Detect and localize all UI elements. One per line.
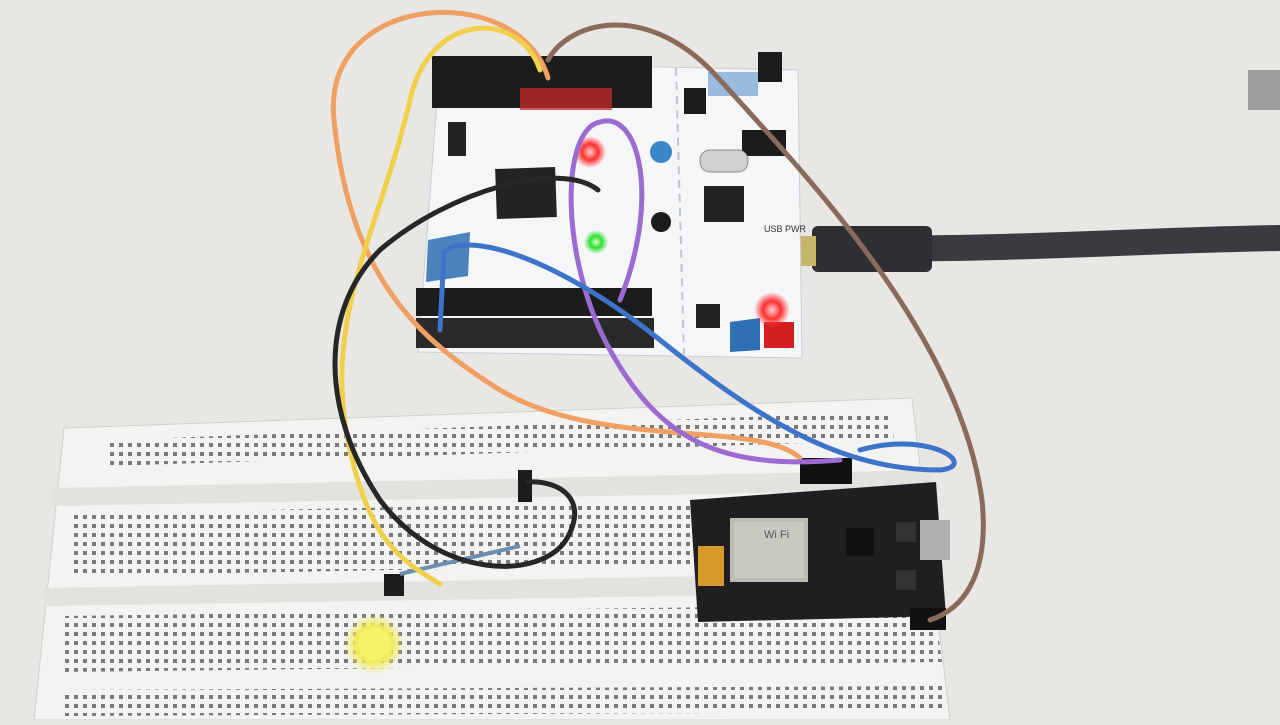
cable-end [1248,70,1280,110]
purple-wire [568,118,843,465]
nucleo-board: USB PWR [416,52,807,359]
jumper-wires [330,9,986,623]
green-led [584,230,608,254]
blue-wire [437,242,957,473]
usb-cable [762,225,1280,272]
yellow-wire [339,25,543,587]
black-wire [332,175,601,569]
brown-wire [545,22,986,623]
yellow-led [358,628,390,660]
wifi-label: Wi Fi [764,529,789,541]
esp8266-board: Wi Fi [690,458,950,630]
red-led-2 [754,292,790,328]
orange-wire [330,9,803,461]
red-led-1 [574,136,606,168]
led-leg-holder [384,574,404,596]
jumper-pin [518,470,532,502]
usb-label: USB PWR [764,224,807,234]
